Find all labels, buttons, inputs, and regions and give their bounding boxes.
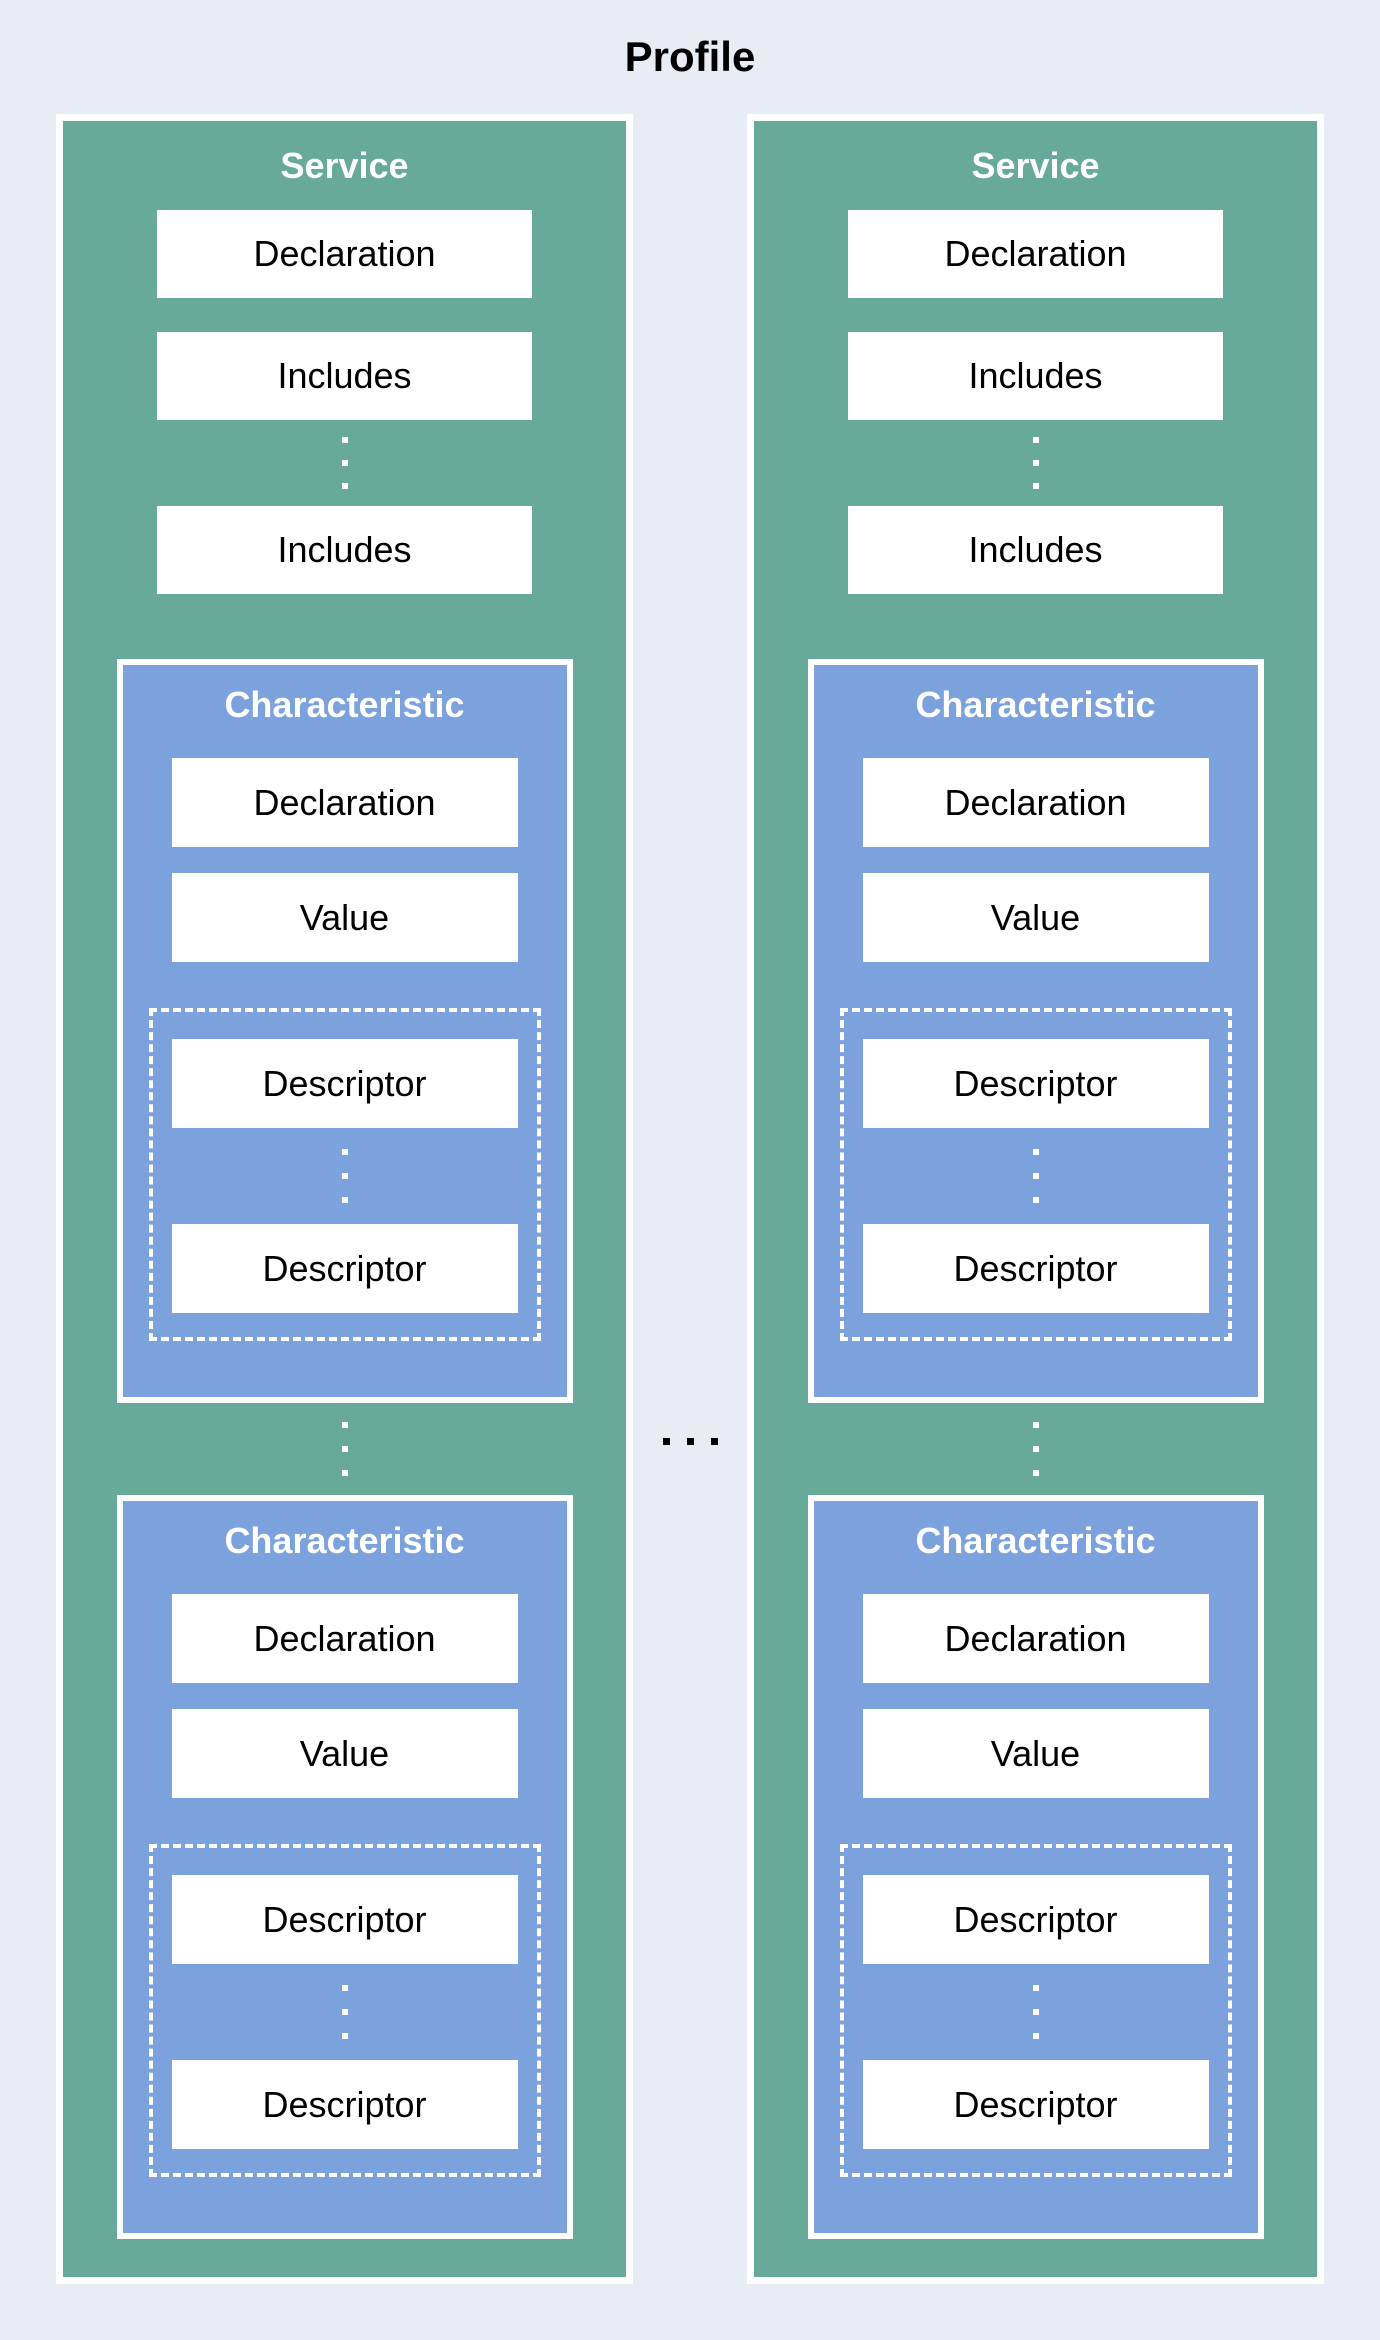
descriptor-group: Descriptor Descriptor — [148, 1844, 541, 2177]
declaration-box: Declaration — [171, 758, 518, 847]
ellipsis-dot — [341, 1149, 348, 1155]
includes-box: Includes — [157, 332, 532, 420]
vertical-ellipsis — [1032, 1964, 1039, 2060]
ellipsis-dot — [1032, 460, 1039, 466]
characteristic-block: Characteristic Declaration Value Descrip… — [116, 659, 573, 1403]
ellipsis-dot — [1032, 1446, 1039, 1452]
ellipsis-dot — [341, 437, 348, 443]
ellipsis-dot — [1032, 437, 1039, 443]
ellipsis-dot — [1032, 1149, 1039, 1155]
vertical-ellipsis — [341, 1128, 348, 1224]
includes-box: Includes — [157, 506, 532, 594]
descriptor-box: Descriptor — [862, 1039, 1209, 1128]
characteristic-block: Characteristic Declaration Value Descrip… — [807, 659, 1264, 1403]
service-title: Service — [971, 144, 1100, 186]
ellipsis-dot — [341, 1173, 348, 1179]
service-block: Service Declaration Includes Includes Ch… — [56, 114, 633, 2284]
descriptor-box: Descriptor — [171, 2060, 518, 2149]
descriptor-group: Descriptor Descriptor — [148, 1008, 541, 1341]
ellipsis-dot — [341, 2033, 348, 2039]
declaration-box: Declaration — [848, 210, 1223, 298]
ellipsis-dot — [1032, 1173, 1039, 1179]
services-row: Service Declaration Includes Includes Ch… — [0, 114, 1380, 2284]
characteristic-block: Characteristic Declaration Value Descrip… — [116, 1495, 573, 2239]
ellipsis-dot — [662, 1438, 670, 1445]
ellipsis-dot — [1032, 2009, 1039, 2015]
ellipsis-dot — [710, 1438, 718, 1445]
ellipsis-dot — [686, 1438, 694, 1445]
ellipsis-dot — [341, 483, 348, 489]
ellipsis-dot — [1032, 1470, 1039, 1476]
ellipsis-dot — [341, 1470, 348, 1476]
descriptor-box: Descriptor — [862, 2060, 1209, 2149]
page-title: Profile — [624, 33, 756, 80]
value-box: Value — [171, 873, 518, 962]
declaration-box: Declaration — [157, 210, 532, 298]
ellipsis-dot — [341, 1985, 348, 1991]
ellipsis-dot — [341, 2009, 348, 2015]
ellipsis-dot — [341, 460, 348, 466]
characteristic-title: Characteristic — [224, 684, 465, 725]
value-box: Value — [171, 1709, 518, 1798]
descriptor-group: Descriptor Descriptor — [839, 1008, 1232, 1341]
ellipsis-dot — [1032, 2033, 1039, 2039]
descriptor-box: Descriptor — [862, 1224, 1209, 1313]
value-box: Value — [862, 1709, 1209, 1798]
characteristic-title: Characteristic — [224, 1520, 465, 1561]
descriptor-box: Descriptor — [862, 1875, 1209, 1964]
vertical-ellipsis — [1032, 1403, 1039, 1495]
value-box: Value — [862, 873, 1209, 962]
vertical-ellipsis — [1032, 420, 1039, 506]
characteristic-block: Characteristic Declaration Value Descrip… — [807, 1495, 1264, 2239]
ellipsis-dot — [1032, 1985, 1039, 1991]
descriptor-box: Descriptor — [171, 1039, 518, 1128]
ellipsis-dot — [341, 1422, 348, 1428]
service-block: Service Declaration Includes Includes Ch… — [747, 114, 1324, 2284]
includes-box: Includes — [848, 332, 1223, 420]
ellipsis-dot — [1032, 1422, 1039, 1428]
characteristic-title: Characteristic — [915, 684, 1156, 725]
descriptor-box: Descriptor — [171, 1224, 518, 1313]
ellipsis-dot — [1032, 483, 1039, 489]
vertical-ellipsis — [341, 1964, 348, 2060]
horizontal-ellipsis — [662, 1438, 718, 1445]
characteristic-title: Characteristic — [915, 1520, 1156, 1561]
includes-box: Includes — [848, 506, 1223, 594]
ellipsis-dot — [341, 1446, 348, 1452]
ellipsis-dot — [341, 1197, 348, 1203]
vertical-ellipsis — [341, 420, 348, 506]
column-separator — [633, 114, 747, 2284]
declaration-box: Declaration — [171, 1594, 518, 1683]
vertical-ellipsis — [341, 1403, 348, 1495]
descriptor-box: Descriptor — [171, 1875, 518, 1964]
ellipsis-dot — [1032, 1197, 1039, 1203]
declaration-box: Declaration — [862, 1594, 1209, 1683]
service-title: Service — [280, 144, 409, 186]
vertical-ellipsis — [1032, 1128, 1039, 1224]
declaration-box: Declaration — [862, 758, 1209, 847]
descriptor-group: Descriptor Descriptor — [839, 1844, 1232, 2177]
